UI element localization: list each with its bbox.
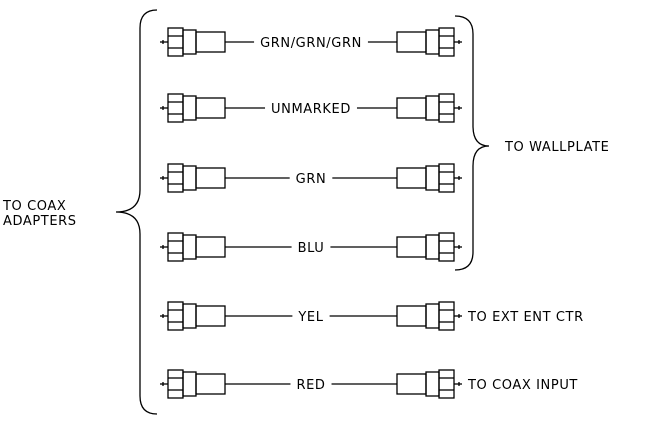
- coax-adapters-label-line1: TO COAX: [2, 199, 66, 214]
- wallplate-label: TO WALLPLATE: [504, 140, 609, 155]
- right-f-connector-icon: [396, 232, 462, 262]
- cable-row: UNMARKED: [160, 93, 462, 123]
- right-f-connector-icon: [396, 93, 462, 123]
- cable-label: UNMARKED: [271, 102, 351, 117]
- cable-label: RED: [296, 378, 325, 393]
- left-brace: [115, 9, 158, 415]
- cable-rows: GRN/GRN/GRN UNMARKED GRN BLU YEL TO EXT ENT C…: [160, 27, 584, 399]
- cable-row: YEL TO EXT ENT CTR: [160, 301, 584, 331]
- cable-label: GRN: [296, 172, 327, 187]
- right-f-connector-icon: [396, 163, 462, 193]
- cable-label: BLU: [298, 241, 325, 256]
- left-f-connector-icon: [160, 369, 226, 399]
- cable-row: BLU: [160, 232, 462, 262]
- destination-label: TO COAX INPUT: [467, 378, 578, 393]
- coax-adapters-label-line2: ADAPTERS: [3, 214, 77, 229]
- cable-row: GRN/GRN/GRN: [160, 27, 462, 57]
- left-f-connector-icon: [160, 93, 226, 123]
- right-f-connector-icon: [396, 369, 462, 399]
- left-f-connector-icon: [160, 163, 226, 193]
- cable-row: GRN: [160, 163, 462, 193]
- left-f-connector-icon: [160, 301, 226, 331]
- wallplate-brace: [454, 15, 490, 271]
- cable-label: GRN/GRN/GRN: [260, 36, 362, 51]
- destination-label: TO EXT ENT CTR: [467, 310, 584, 325]
- cable-label: YEL: [297, 310, 323, 325]
- left-f-connector-icon: [160, 27, 226, 57]
- left-f-connector-icon: [160, 232, 226, 262]
- right-f-connector-icon: [396, 27, 462, 57]
- cable-row: RED TO COAX INPUT: [160, 369, 578, 399]
- right-f-connector-icon: [396, 301, 462, 331]
